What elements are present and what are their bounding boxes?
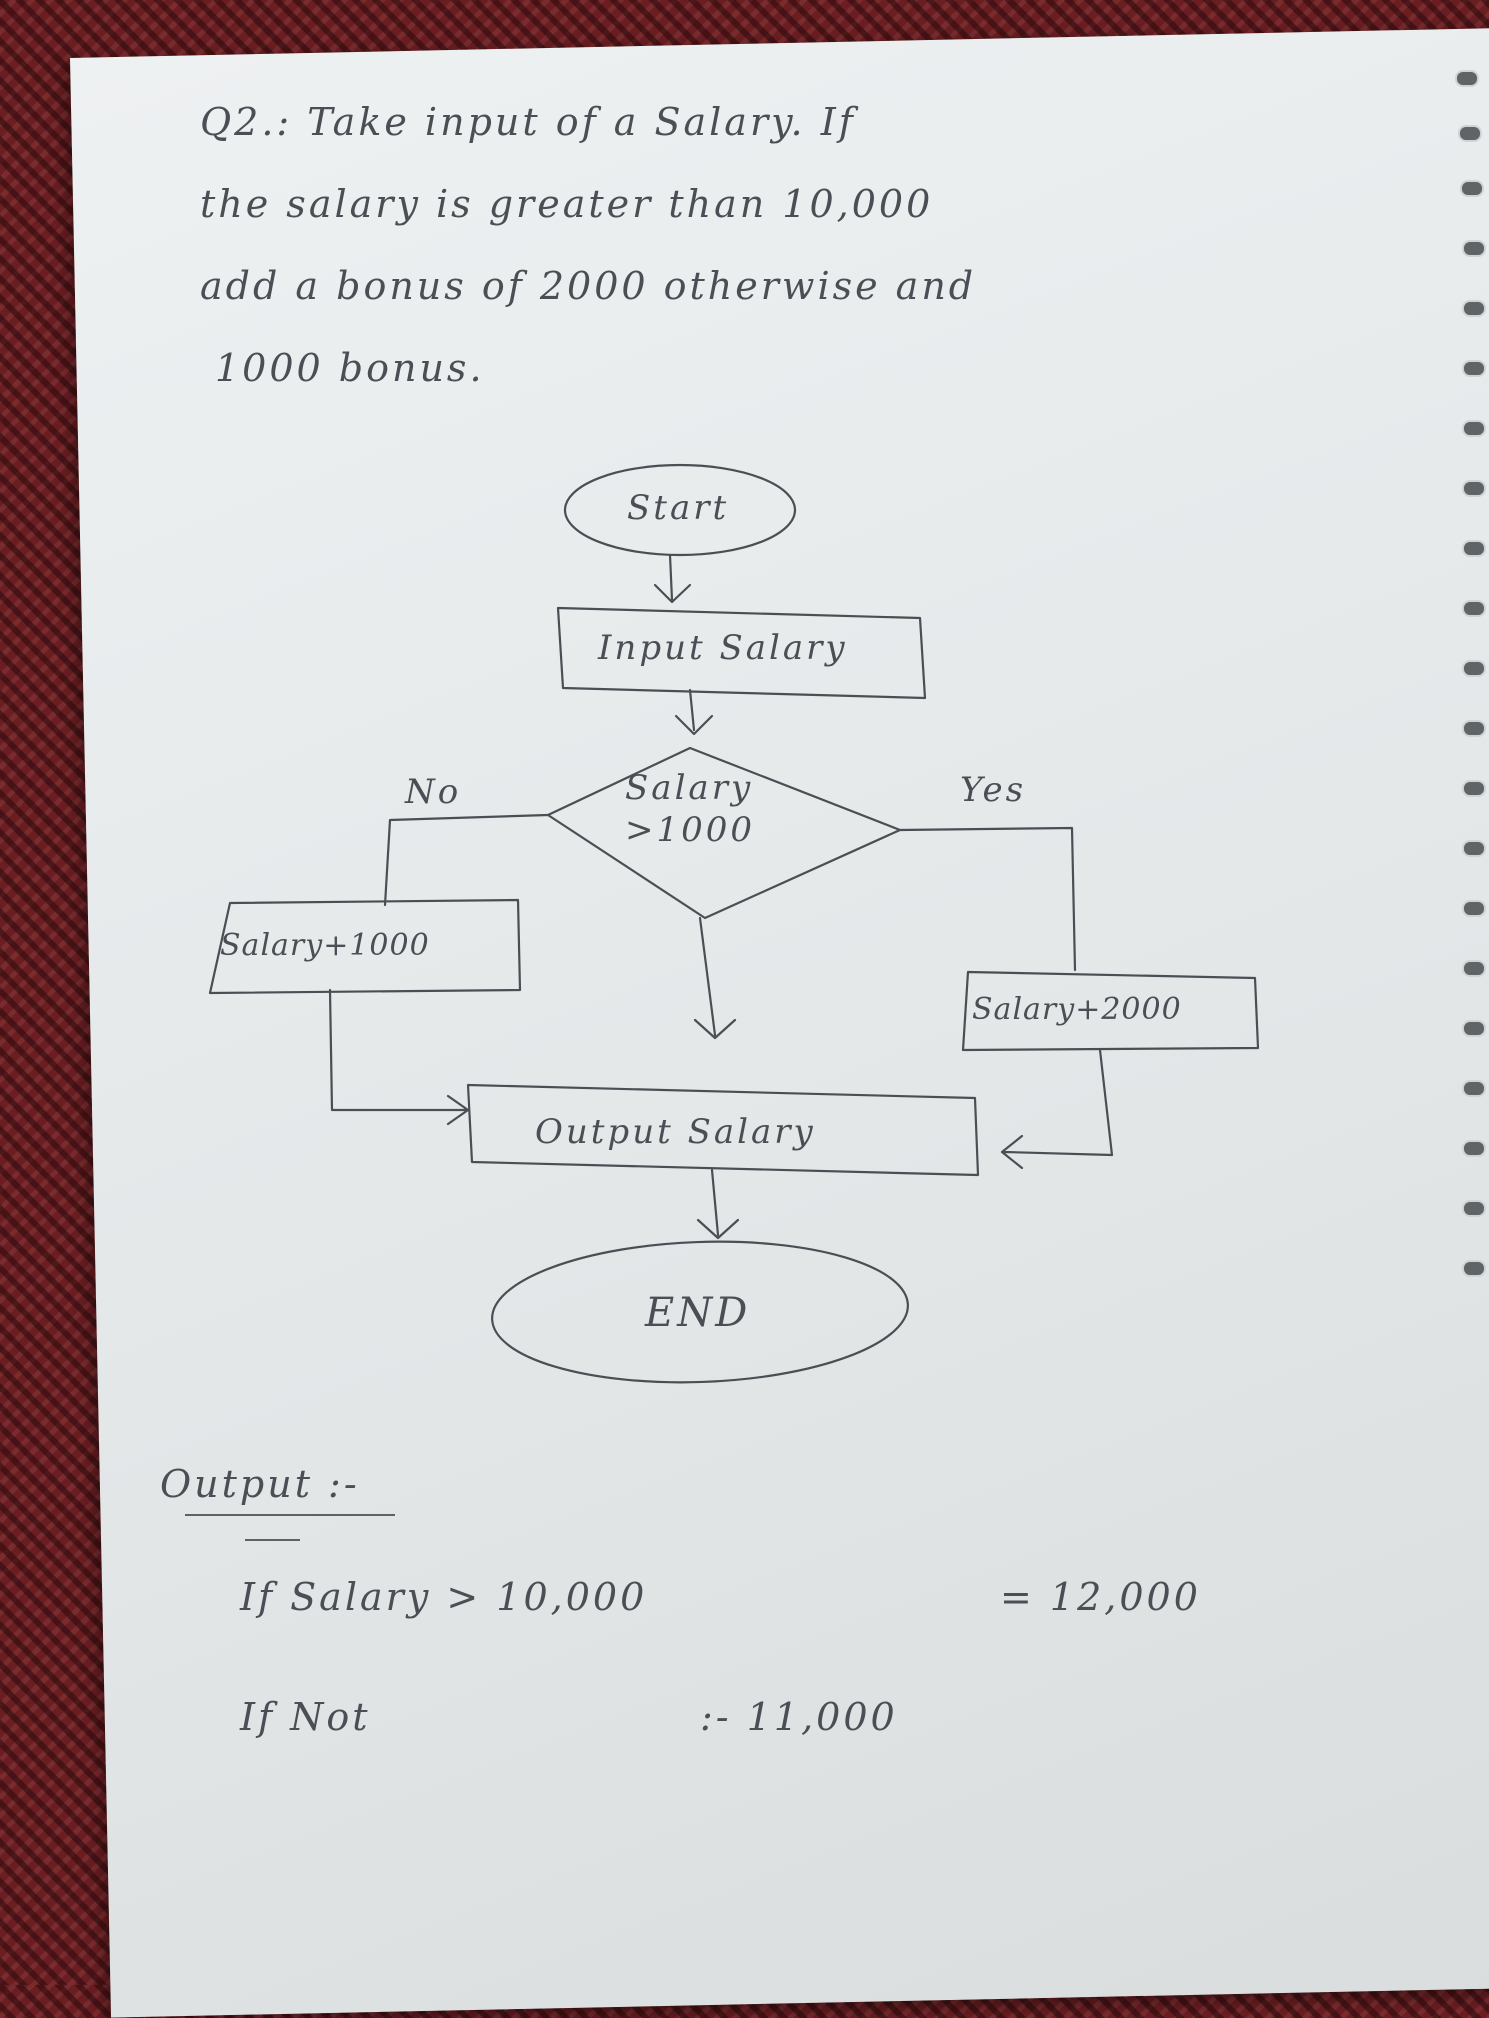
- output-line-2-left: If Not: [240, 1695, 371, 1739]
- arrow-start-to-input: [653, 553, 692, 604]
- output-line-1-left: If Salary > 10,000: [240, 1575, 648, 1619]
- no-branch-label: Salary+1000: [220, 928, 430, 963]
- yes-branch-box: [961, 970, 1260, 1052]
- arrow-decision-to-output: [693, 916, 737, 1040]
- arrow-yes-to-output: [1000, 1048, 1114, 1170]
- no-label: No: [405, 772, 462, 812]
- arrow-no: [383, 813, 550, 907]
- start-label: Start: [627, 488, 730, 528]
- start-terminal: [563, 463, 797, 557]
- output-line-2-right: :- 11,000: [700, 1695, 898, 1739]
- decision-label-2: >1000: [625, 810, 756, 850]
- yes-branch-label: Salary+2000: [972, 992, 1182, 1027]
- question-line-3: add a bonus of 2000 otherwise and: [200, 264, 977, 308]
- decision-diamond: [546, 746, 902, 920]
- question-line-1: Q2.: Take input of a Salary. If: [200, 100, 856, 144]
- end-label: END: [645, 1290, 751, 1336]
- arrow-no-to-output: [328, 988, 470, 1126]
- output-label: Output Salary: [535, 1112, 816, 1152]
- arrow-input-to-decision: [674, 688, 714, 736]
- yes-label: Yes: [960, 770, 1027, 810]
- no-branch-box: [208, 898, 522, 995]
- end-terminal: [491, 1240, 909, 1384]
- arrow-yes: [898, 826, 1077, 972]
- decision-label-1: Salary: [625, 768, 754, 808]
- question-line-4: 1000 bonus.: [215, 346, 485, 390]
- question-line-2: the salary is greater than 10,000: [200, 182, 934, 226]
- arrow-output-to-end: [696, 1168, 740, 1240]
- input-label: Input Salary: [598, 628, 848, 668]
- output-line-1-right: = 12,000: [1000, 1575, 1201, 1619]
- output-underline: [185, 1514, 395, 1541]
- input-box: [556, 606, 927, 700]
- output-box: [466, 1083, 980, 1177]
- output-heading: Output :-: [160, 1462, 360, 1506]
